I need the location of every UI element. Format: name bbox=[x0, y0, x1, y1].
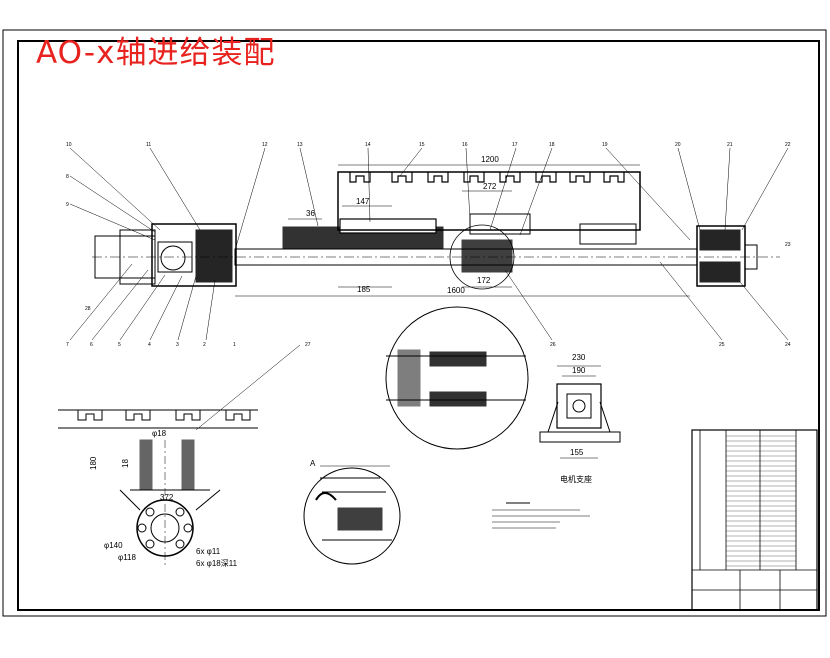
dim-272: 272 bbox=[483, 182, 497, 191]
balloon-27: 27 bbox=[305, 342, 311, 348]
balloon-5: 5 bbox=[118, 342, 121, 348]
dim-holes-2: 6x φ18深11 bbox=[196, 559, 238, 568]
dim-190: 190 bbox=[572, 366, 586, 375]
balloon-11: 11 bbox=[146, 142, 151, 148]
dim-1600: 1600 bbox=[447, 286, 465, 295]
balloon-8: 8 bbox=[66, 174, 69, 180]
main-view-dimensions: 1200 272 147 36 185 172 1600 bbox=[306, 155, 499, 295]
inner-border bbox=[17, 40, 820, 611]
dim-phi118: φ118 bbox=[118, 553, 136, 562]
balloon-28: 28 bbox=[85, 306, 91, 312]
balloon-13: 13 bbox=[297, 142, 303, 148]
title-block bbox=[691, 429, 818, 611]
dim-147: 147 bbox=[356, 197, 370, 206]
section-view bbox=[58, 409, 258, 565]
balloon-24: 24 bbox=[785, 342, 791, 348]
outer-border bbox=[2, 29, 827, 617]
detail-a bbox=[303, 465, 401, 565]
dim-172: 172 bbox=[477, 276, 491, 285]
balloon-9: 9 bbox=[66, 202, 69, 208]
dim-185: 185 bbox=[357, 285, 371, 294]
balloon-14: 14 bbox=[365, 142, 371, 148]
dim-180: 180 bbox=[89, 456, 98, 470]
dim-phi140: φ140 bbox=[104, 541, 123, 550]
balloon-3: 3 bbox=[176, 342, 179, 348]
balloon-1: 1 bbox=[233, 342, 236, 348]
motor-bracket bbox=[539, 365, 621, 459]
balloon-20: 20 bbox=[675, 142, 681, 148]
balloon-2: 2 bbox=[203, 342, 206, 348]
balloon-6: 6 bbox=[90, 342, 93, 348]
dim-1200: 1200 bbox=[481, 155, 499, 164]
section-view-dimensions: φ18 180 18 372 φ140 φ118 6x φ11 6x φ18深1… bbox=[89, 429, 238, 568]
balloon-12: 12 bbox=[262, 142, 268, 148]
balloon-26: 26 bbox=[550, 342, 556, 348]
dim-36: 36 bbox=[306, 209, 315, 218]
balloon-7: 7 bbox=[66, 342, 69, 348]
dim-phi18: φ18 bbox=[152, 429, 167, 438]
detail-a-label: A bbox=[310, 459, 316, 468]
dim-155: 155 bbox=[570, 448, 584, 457]
balloon-25: 25 bbox=[719, 342, 725, 348]
technical-notes bbox=[492, 502, 590, 529]
main-view bbox=[69, 147, 789, 431]
motor-bracket-label: 电机支座 bbox=[560, 474, 592, 484]
balloon-22: 22 bbox=[785, 142, 791, 148]
balloon-15: 15 bbox=[419, 142, 425, 148]
part-balloons: 10 11 12 13 14 15 16 17 18 19 20 21 22 2… bbox=[66, 142, 791, 348]
title-block-rows bbox=[726, 435, 796, 567]
balloon-23: 23 bbox=[785, 242, 791, 248]
dim-372: 372 bbox=[160, 493, 174, 502]
dim-18: 18 bbox=[121, 459, 130, 468]
drawing-title: AO-x轴进给装配 bbox=[36, 35, 276, 71]
dim-holes-1: 6x φ11 bbox=[196, 547, 221, 556]
balloon-19: 19 bbox=[602, 142, 608, 148]
balloon-18: 18 bbox=[549, 142, 555, 148]
balloon-17: 17 bbox=[512, 142, 518, 148]
balloon-10: 10 bbox=[66, 142, 72, 148]
balloon-16: 16 bbox=[462, 142, 468, 148]
detail-enlarged bbox=[385, 306, 529, 450]
dim-230: 230 bbox=[572, 353, 586, 362]
balloon-4: 4 bbox=[148, 342, 151, 348]
balloon-21: 21 bbox=[727, 142, 733, 148]
motor-bracket-dimensions: 230 190 155 电机支座 bbox=[560, 353, 592, 484]
